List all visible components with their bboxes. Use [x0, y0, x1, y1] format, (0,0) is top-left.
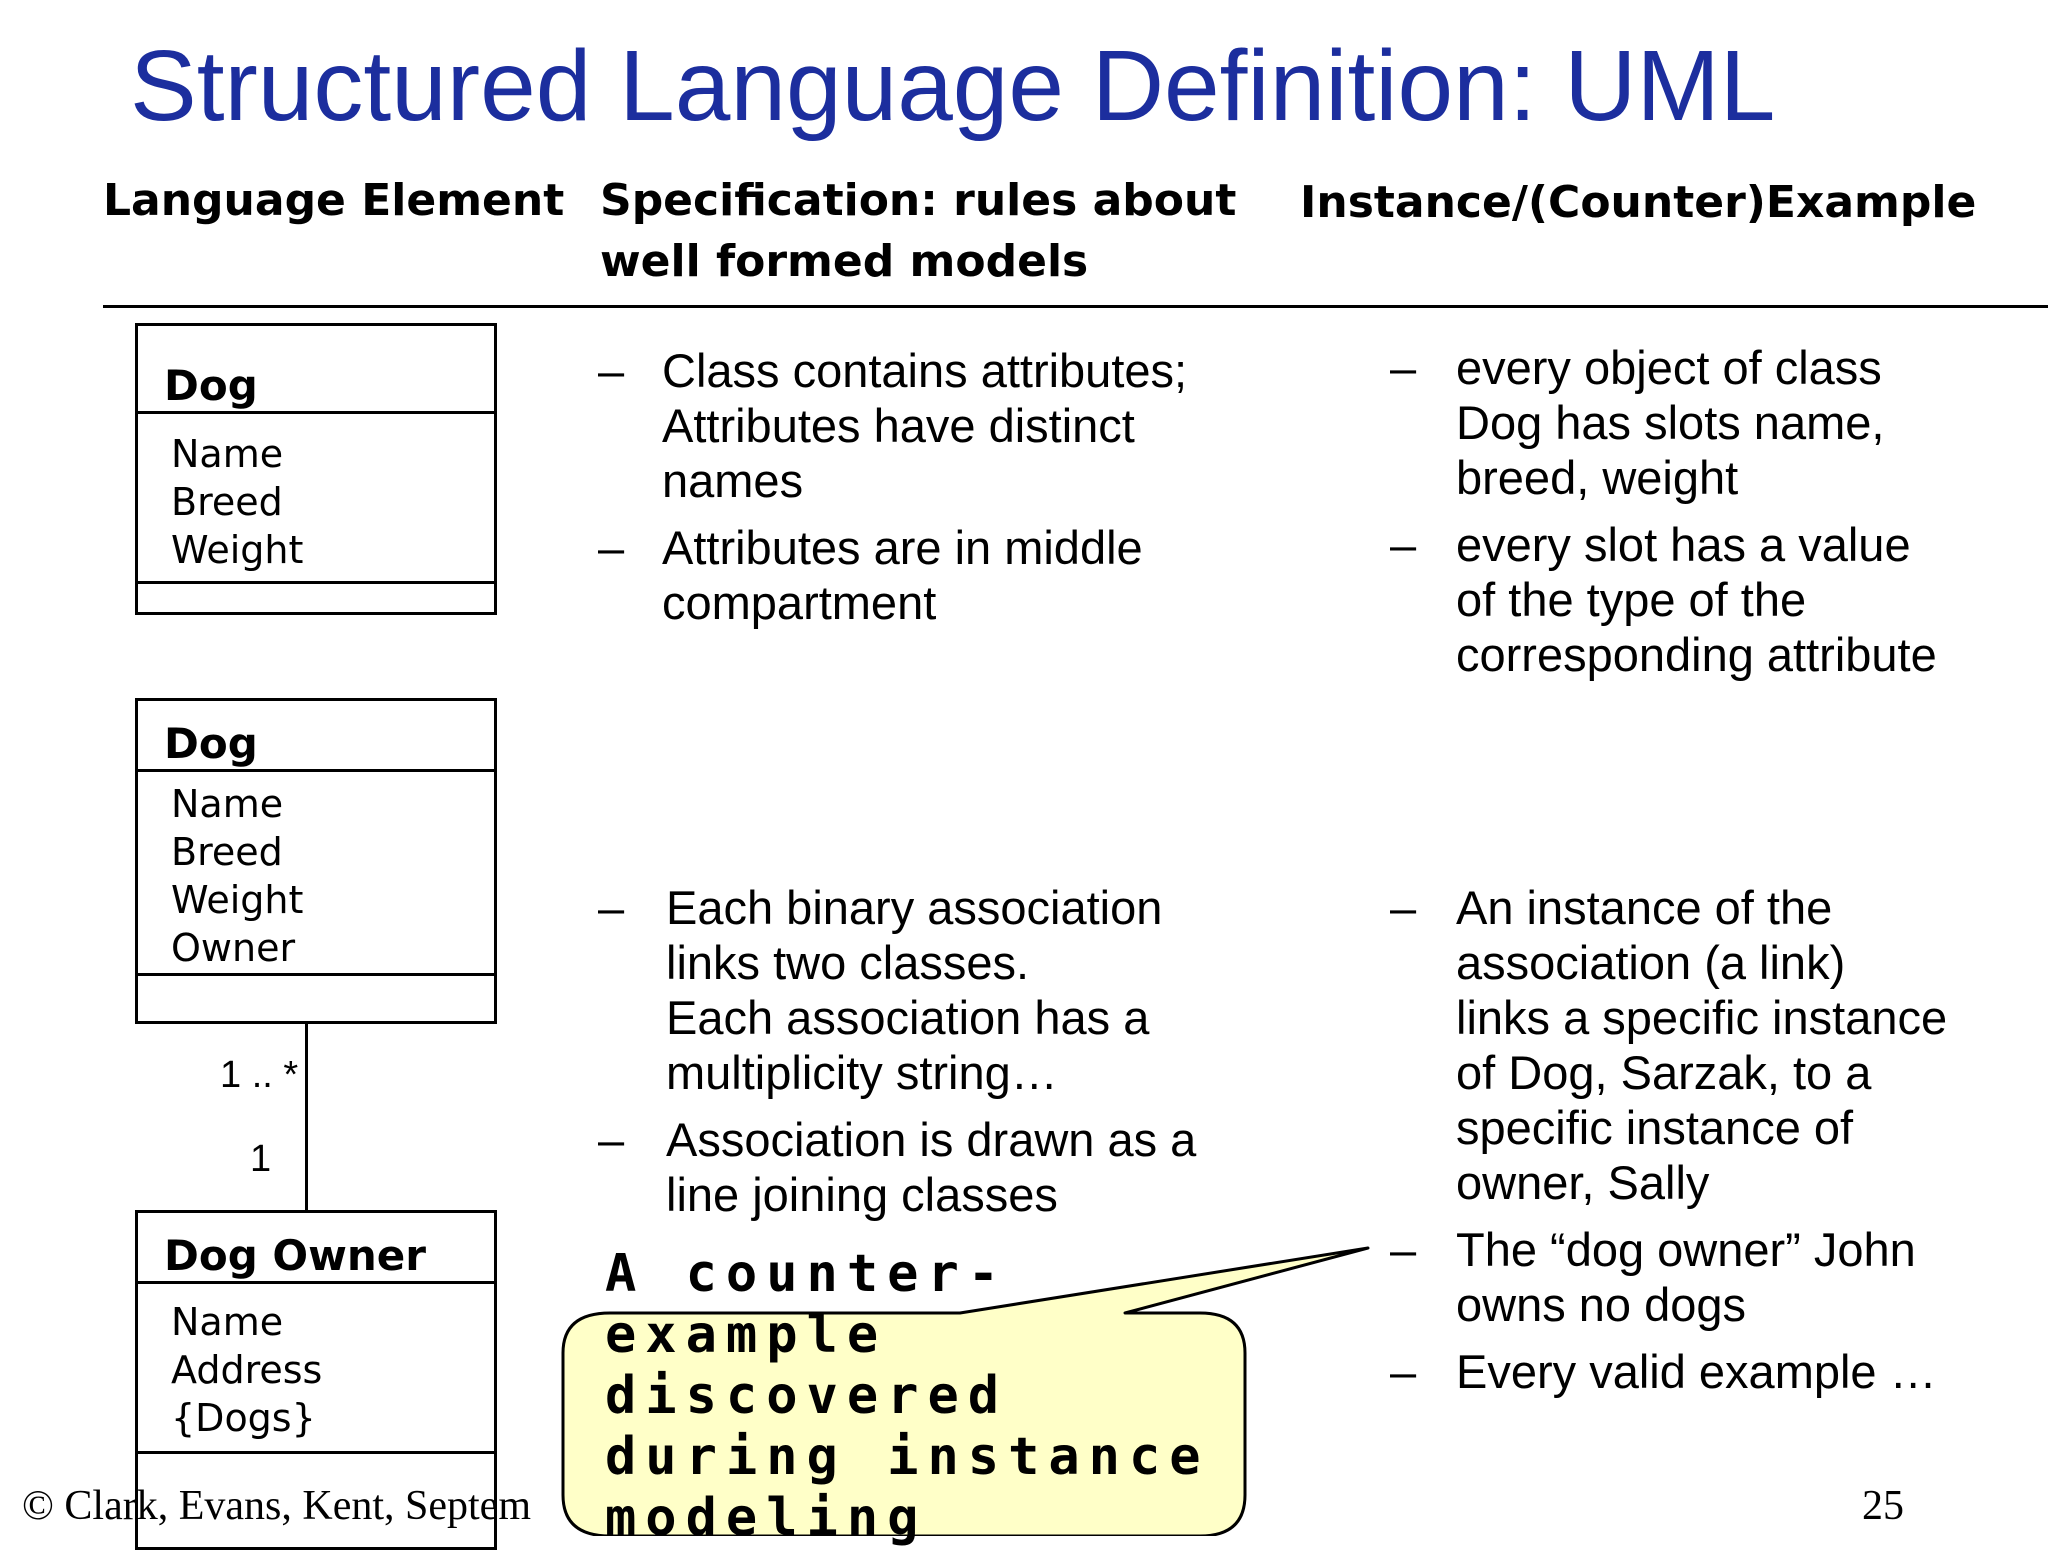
list-item: –every slot has a value of the type of t… [1390, 518, 1937, 681]
uml-class-dog: Dog Name Breed Weight [135, 323, 497, 615]
uml-attribute: Name [171, 432, 284, 476]
uml-class-name: Dog [138, 701, 494, 772]
uml-attribute: Breed [171, 480, 283, 524]
list-item: –Each binary association links two class… [598, 881, 1163, 1099]
uml-attribute: Address [171, 1348, 323, 1392]
uml-class-dog-with-owner: Dog Name Breed Weight Owner [135, 698, 497, 1024]
list-item: –Every valid example … [1390, 1345, 1937, 1398]
list-item: –Association is drawn as a line joining … [598, 1113, 1197, 1221]
list-item: –Attributes are in middle compartment [598, 521, 1143, 629]
row2-instance-list: –An instance of the association (a link)… [1390, 880, 2030, 1411]
uml-attribute: Breed [171, 830, 283, 874]
column-header-instance: Instance/(Counter)Example [1300, 177, 1977, 228]
list-item: –An instance of the association (a link)… [1390, 881, 1948, 1209]
uml-class-name: Dog [138, 326, 494, 414]
uml-class-name: Dog Owner [138, 1213, 494, 1284]
page-number: 25 [1862, 1483, 1904, 1529]
uml-attribute: Name [171, 782, 284, 826]
column-header-element: Language Element [103, 175, 565, 226]
list-item: –The “dog owner” John owns no dogs [1390, 1223, 1916, 1331]
uml-class-dog-owner: Dog Owner Name Address {Dogs} [135, 1210, 497, 1550]
callout-shape [561, 1246, 1370, 1536]
uml-attribute: Weight [171, 528, 304, 572]
list-item: –every object of class Dog has slots nam… [1390, 341, 1885, 504]
uml-attribute-compartment: Name Breed Weight [138, 414, 494, 584]
multiplicity-upper: 1 .. * [220, 1054, 299, 1096]
uml-attribute: Owner [171, 926, 296, 970]
footer-copyright: © Clark, Evans, Kent, Septem [22, 1483, 531, 1529]
column-header-specification: Specification: rules about well formed m… [600, 175, 1237, 287]
callout-text: A counter- example discovered during ins… [605, 1244, 1210, 1548]
slide-title: Structured Language Definition: UML [130, 30, 1776, 142]
uml-attribute: {Dogs} [171, 1396, 316, 1440]
uml-attribute-compartment: Name Breed Weight Owner [138, 772, 494, 976]
uml-attribute-compartment: Name Address {Dogs} [138, 1284, 494, 1454]
row1-instance-list: –every object of class Dog has slots nam… [1390, 340, 2030, 694]
association-line [305, 1024, 308, 1212]
row1-specification-list: –Class contains attributes; Attributes h… [598, 343, 1258, 642]
uml-attribute: Weight [171, 878, 304, 922]
list-item: –Class contains attributes; Attributes h… [598, 344, 1188, 507]
header-divider [103, 305, 2048, 308]
uml-attribute: Name [171, 1300, 284, 1344]
row2-specification-list: –Each binary association links two class… [598, 880, 1258, 1234]
multiplicity-lower: 1 [250, 1138, 272, 1180]
